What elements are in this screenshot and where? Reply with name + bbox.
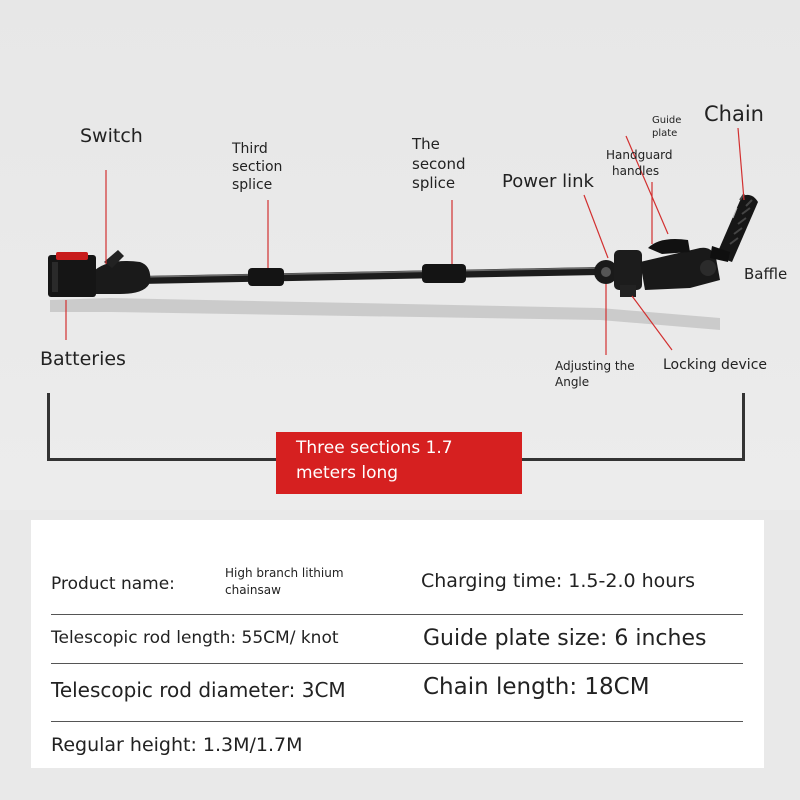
- label-line: plate: [652, 128, 678, 139]
- label-line: splice: [232, 177, 273, 194]
- spec-guide-plate-size: Guide plate size: 6 inches: [423, 626, 707, 651]
- second-splice-sleeve: [422, 264, 466, 283]
- label-line: Guide: [652, 115, 682, 126]
- guide-plate-chain: [716, 193, 758, 262]
- baffle: [710, 246, 730, 262]
- label-switch: Switch: [80, 125, 143, 147]
- label-baffle: Baffle: [744, 265, 788, 283]
- spec-chain-length: Chain length: 18CM: [423, 674, 650, 700]
- label-line: handles: [612, 163, 660, 178]
- spec-value-line: High branch lithium: [225, 566, 344, 580]
- label-second-splice: The second splice: [412, 135, 466, 194]
- length-callout-line: Three sections 1.7: [296, 438, 453, 458]
- spec-divider: [51, 663, 743, 664]
- label-line: Angle: [555, 374, 590, 389]
- label-line: Third: [232, 141, 268, 157]
- spec-value-line: chainsaw: [225, 582, 281, 597]
- length-callout-box: Three sections 1.7 meters long: [276, 432, 522, 494]
- spec-product-name-value: High branch lithium chainsaw: [225, 565, 344, 599]
- label-batteries: Batteries: [40, 348, 126, 370]
- spec-regular-height: Regular height: 1.3M/1.7M: [51, 734, 303, 756]
- handle: [95, 261, 151, 294]
- label-adjusting-angle: Adjusting the Angle: [555, 359, 635, 390]
- spec-charging-time: Charging time: 1.5-2.0 hours: [421, 570, 696, 592]
- label-guide-plate: Guide plate: [652, 114, 681, 140]
- power-link-joint: [594, 250, 642, 297]
- spec-rod-length: Telescopic rod length: 55CM/ knot: [51, 628, 339, 648]
- label-chain: Chain: [704, 102, 764, 126]
- spec-divider: [51, 614, 743, 615]
- third-splice-sleeve: [248, 268, 284, 286]
- battery-pack: [48, 252, 96, 297]
- label-line: section: [232, 159, 283, 176]
- motor-head: [640, 239, 720, 290]
- product-illustration-area: [0, 0, 800, 510]
- chainsaw-illustration: [48, 127, 758, 355]
- telescopic-rod: [136, 267, 604, 284]
- label-third-splice: Third section splice: [232, 140, 282, 195]
- spec-divider: [51, 721, 743, 722]
- label-handguard: Handguard handles: [606, 148, 673, 179]
- length-callout-line: meters long: [296, 462, 399, 483]
- label-locking-device: Locking device: [663, 357, 768, 373]
- label-line: Adjusting the: [555, 359, 635, 373]
- leader-lines: [65, 127, 745, 355]
- spec-table: Product name: High branch lithium chains…: [31, 520, 764, 768]
- reflection: [50, 298, 720, 330]
- spec-product-name-label: Product name:: [51, 574, 175, 594]
- label-power-link: Power link: [502, 171, 594, 192]
- spec-rod-diameter: Telescopic rod diameter: 3CM: [51, 678, 346, 702]
- label-line: second: [412, 154, 466, 173]
- label-line: Handguard: [606, 148, 673, 162]
- label-line: splice: [412, 174, 456, 192]
- label-line: The: [412, 135, 440, 153]
